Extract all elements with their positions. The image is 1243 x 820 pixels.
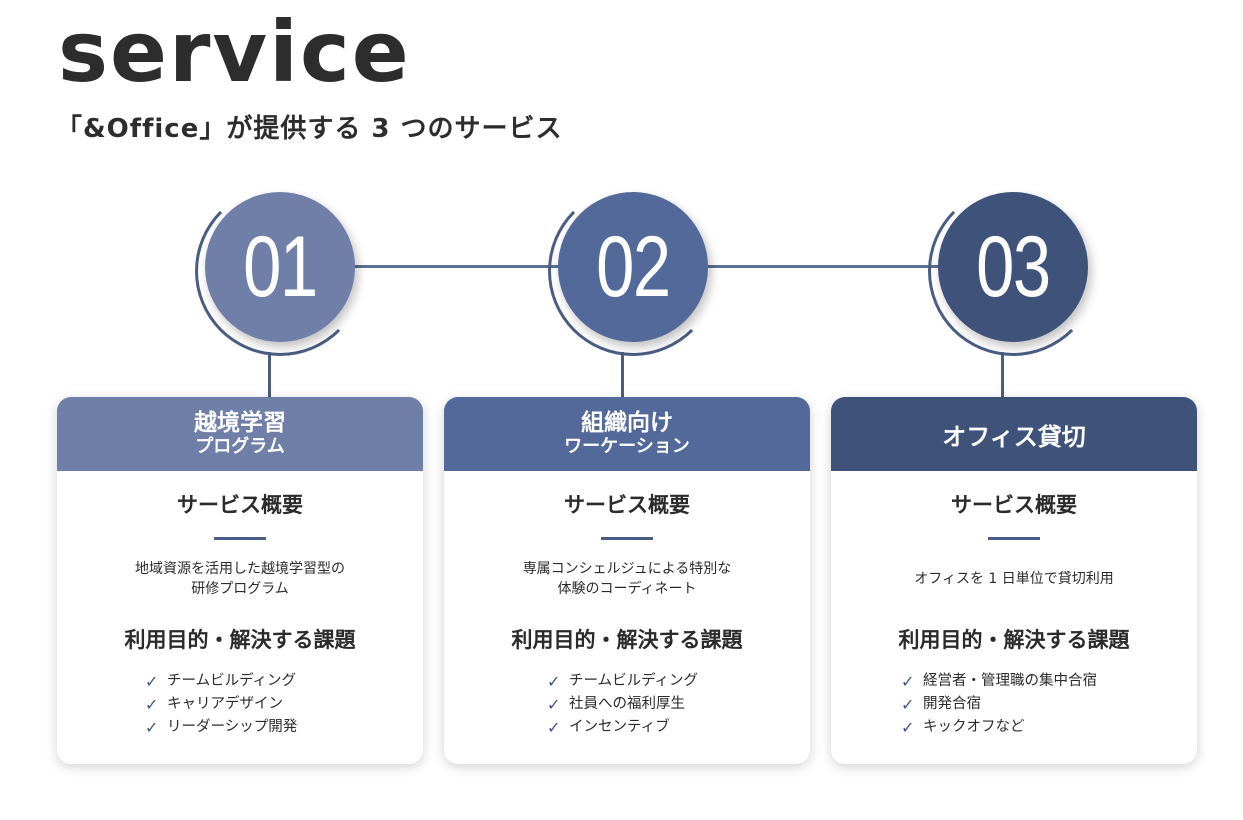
purpose-list: ✓ チームビルディング ✓ 社員への福利厚生 ✓ インセンティブ: [444, 670, 810, 739]
step-arc-3: [928, 186, 1098, 356]
overview-heading: サービス概要: [951, 493, 1077, 517]
step-number-3: 03: [976, 218, 1051, 315]
service-title-line1: オフィス貸切: [942, 422, 1086, 451]
check-icon: ✓: [547, 718, 561, 737]
check-icon: ✓: [901, 672, 915, 691]
section-divider: [214, 537, 266, 540]
list-item-label: キャリアデザイン: [167, 696, 283, 712]
check-icon: ✓: [145, 718, 159, 737]
step-number-1: 01: [243, 218, 318, 315]
overview-heading: サービス概要: [177, 493, 303, 517]
step-stem-2: [621, 352, 624, 398]
step-circle-2: 02: [558, 192, 708, 342]
purpose-list: ✓ 経営者・管理職の集中合宿 ✓ 開発合宿 ✓ キックオフなど: [831, 670, 1197, 739]
list-item-label: 経営者・管理職の集中合宿: [923, 673, 1097, 689]
check-icon: ✓: [547, 672, 561, 691]
service-summary: 専属コンシェルジュによる特別な 体験のコーディネート: [444, 558, 810, 602]
list-item-label: 社員への福利厚生: [569, 696, 685, 712]
step-number-2: 02: [596, 218, 671, 315]
purpose-heading: 利用目的・解決する課題: [898, 628, 1130, 652]
service-card-header: オフィス貸切: [831, 397, 1197, 471]
list-item: ✓ チームビルディング: [145, 670, 423, 693]
connector-line-1-2: [355, 265, 560, 268]
purpose-list: ✓ チームビルディング ✓ キャリアデザイン ✓ リーダーシップ開発: [57, 670, 423, 739]
service-card-1: 越境学習 プログラム サービス概要 地域資源を活用した越境学習型の 研修プログラ…: [57, 397, 423, 764]
step-circle-1: 01: [205, 192, 355, 342]
section-divider: [601, 537, 653, 540]
list-item: ✓ キャリアデザイン: [145, 693, 423, 716]
service-summary: 地域資源を活用した越境学習型の 研修プログラム: [57, 558, 423, 602]
service-title-line1: 越境学習: [194, 410, 286, 437]
step-stem-1: [268, 352, 271, 398]
service-card-2: 組織向け ワーケーション サービス概要 専属コンシェルジュによる特別な 体験のコ…: [444, 397, 810, 764]
list-item: ✓ リーダーシップ開発: [145, 716, 423, 739]
summary-line: オフィスを 1 日単位で貸切利用: [914, 571, 1114, 588]
service-card-header: 組織向け ワーケーション: [444, 397, 810, 471]
purpose-heading: 利用目的・解決する課題: [511, 628, 743, 652]
summary-line: 地域資源を活用した越境学習型の: [135, 561, 345, 578]
list-item-label: リーダーシップ開発: [167, 719, 298, 735]
check-icon: ✓: [547, 695, 561, 714]
list-item-label: インセンティブ: [569, 719, 670, 735]
connector-line-2-3: [706, 265, 942, 268]
list-item: ✓ キックオフなど: [901, 716, 1197, 739]
check-icon: ✓: [901, 695, 915, 714]
service-card-header: 越境学習 プログラム: [57, 397, 423, 471]
check-icon: ✓: [145, 672, 159, 691]
service-card-3: オフィス貸切 サービス概要 オフィスを 1 日単位で貸切利用 利用目的・解決する…: [831, 397, 1197, 764]
step-circle-3: 03: [938, 192, 1088, 342]
summary-line: 研修プログラム: [191, 581, 289, 597]
check-icon: ✓: [901, 718, 915, 737]
list-item-label: チームビルディング: [569, 673, 699, 689]
overview-heading: サービス概要: [564, 493, 690, 517]
list-item: ✓ インセンティブ: [547, 716, 810, 739]
list-item: ✓ 経営者・管理職の集中合宿: [901, 670, 1197, 693]
step-arc-2: [548, 186, 718, 356]
summary-line: 専属コンシェルジュによる特別な: [522, 561, 732, 578]
page-title: service: [58, 3, 411, 101]
step-arc-1: [195, 186, 365, 356]
step-stem-3: [1001, 352, 1004, 398]
list-item: ✓ チームビルディング: [547, 670, 810, 693]
service-title-line2: プログラム: [195, 435, 285, 457]
list-item-label: チームビルディング: [167, 673, 297, 689]
list-item-label: 開発合宿: [923, 696, 981, 712]
section-divider: [988, 537, 1040, 540]
service-title-line2: ワーケーション: [564, 435, 690, 457]
service-title-line1: 組織向け: [581, 410, 673, 437]
purpose-heading: 利用目的・解決する課題: [124, 628, 356, 652]
service-summary: オフィスを 1 日単位で貸切利用: [831, 558, 1197, 602]
page-subtitle: 「&Office」が提供する 3 つのサービス: [56, 114, 563, 144]
list-item-label: キックオフなど: [923, 719, 1025, 735]
list-item: ✓ 社員への福利厚生: [547, 693, 810, 716]
summary-line: 体験のコーディネート: [557, 581, 697, 597]
list-item: ✓ 開発合宿: [901, 693, 1197, 716]
check-icon: ✓: [145, 695, 159, 714]
